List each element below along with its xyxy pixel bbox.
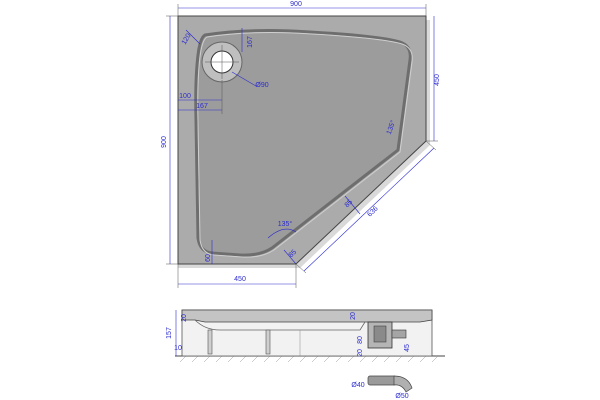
dim-drain-100: 100 [179, 93, 191, 100]
dim-section-20-right: 20 [350, 312, 357, 320]
dim-pipe-40: Ø40 [351, 382, 364, 389]
dim-corner-85: 85 [288, 249, 299, 260]
dim-left-height: 900 [161, 136, 168, 148]
dim-top-width: 900 [290, 1, 302, 8]
dim-corner-60: 60 [205, 254, 212, 262]
leg [265, 329, 271, 355]
section-view: 157 20 10 20 80 20 45 [166, 309, 445, 363]
leg [207, 329, 213, 355]
dim-total-height: 157 [166, 327, 173, 339]
dim-drain-167-left: 167 [196, 103, 208, 110]
dim-drain-120: 120 [181, 32, 193, 46]
dim-drain-20: 20 [357, 349, 364, 357]
dim-diagonal: 636 [366, 205, 379, 218]
dim-drain-167-top: 167 [247, 36, 254, 48]
top-view-dimensions: 900 900 450 450 636 120 167 100 167 Ø90 … [161, 1, 441, 288]
dim-drain-diameter: Ø90 [255, 82, 268, 89]
dim-angle-bottom: 135° [278, 220, 293, 228]
dim-section-20: 20 [181, 314, 188, 322]
dim-pipe-50: Ø50 [395, 393, 408, 400]
dim-foot-45: 45 [404, 344, 411, 352]
dim-right-height: 450 [434, 74, 441, 86]
dim-bottom-width: 450 [234, 276, 246, 283]
tray-basin [194, 29, 412, 257]
dim-section-10: 10 [174, 345, 182, 352]
dim-drain-80: 80 [357, 336, 364, 344]
pipe-fitting: Ø40 Ø50 [351, 375, 413, 400]
dim-rim-85: 85 [344, 199, 355, 210]
top-view [177, 15, 430, 268]
